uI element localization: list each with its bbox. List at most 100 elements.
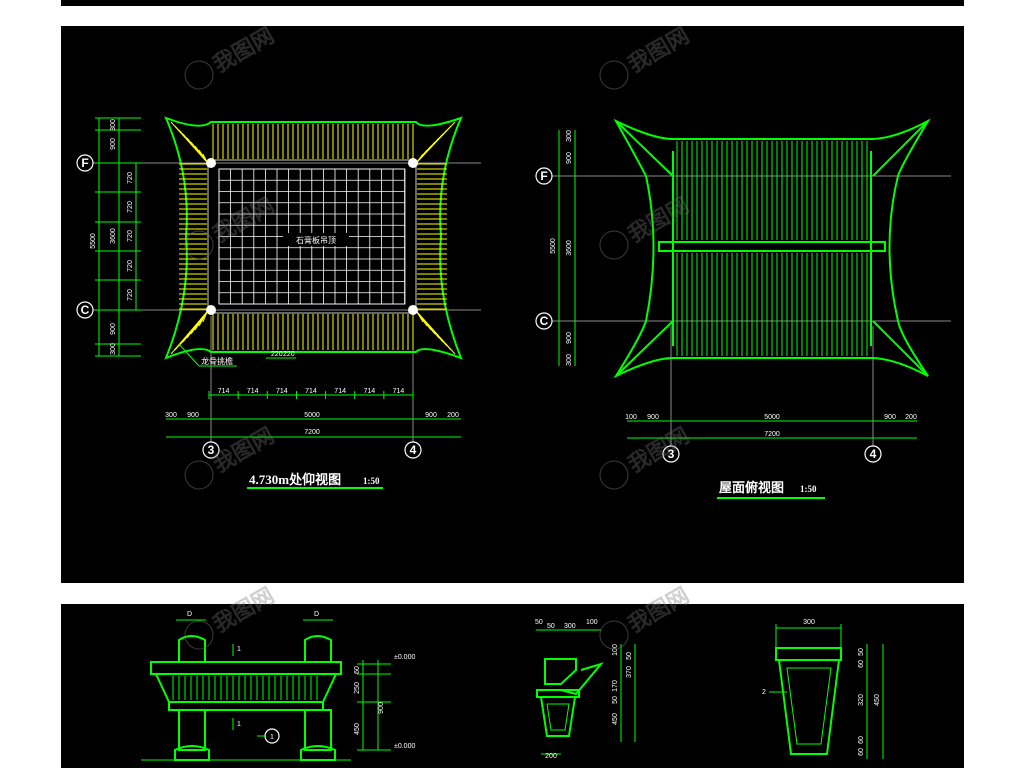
- ceiling-rafters-top: [170, 121, 456, 163]
- roof-bottom-dim-2: 900: [647, 414, 659, 421]
- ceiling-label: 石膏板吊顶: [296, 235, 336, 245]
- left-dim-3: 720: [127, 172, 134, 184]
- bottom-total-dim: 7200: [304, 429, 320, 436]
- roof-left-dim-2: 900: [566, 152, 573, 164]
- bench-mark-1: D: [187, 611, 192, 618]
- bottom-dim-1: 300: [165, 412, 177, 419]
- roof-axis-bubble-C: [535, 312, 553, 330]
- bench-level-bottom: ±0.000: [394, 743, 415, 750]
- section-bottom-dim: 200: [545, 753, 557, 760]
- roof-axis-bubble-4: [864, 445, 882, 463]
- details-panel: D D 1 1 1 60 250 450 900 ±0.000 ±0.000: [61, 604, 964, 768]
- roof-axis-label-4: 4: [870, 447, 877, 461]
- post-right-dim-2: 60: [858, 660, 865, 668]
- post-tag: 2: [762, 689, 766, 696]
- roof-bottom-dim-5: 200: [905, 414, 917, 421]
- bottom-dim-4: 900: [425, 412, 437, 419]
- post-right-total: 450: [874, 694, 881, 706]
- ceiling-rafters-bottom: [170, 311, 456, 355]
- roof-axis-label-C: C: [540, 314, 549, 328]
- plans-panel: 石膏板吊顶 龙骨挑檐 5500 300 900 3600 900 300 720…: [61, 26, 964, 583]
- bottom-dim-3: 5000: [304, 412, 320, 419]
- post-right-dim-3: 320: [858, 694, 865, 706]
- small-dim-1: 220: [271, 351, 283, 358]
- axis-label-3: 3: [208, 443, 215, 457]
- section-right-dim-5: 50: [612, 696, 619, 704]
- roof-left-dim-3: 3600: [566, 240, 573, 256]
- bench-callout-2: 1: [237, 721, 241, 728]
- bench-dim-3: 450: [354, 723, 361, 735]
- left-dim-5: 720: [127, 230, 134, 242]
- bottom-dim-5: 200: [447, 412, 459, 419]
- bay-dim: 714: [305, 388, 317, 395]
- roof-plan: 5500 300 900 3600 900 300 F C 100 900 50…: [535, 118, 951, 499]
- roof-plan-scale: 1:50: [800, 484, 817, 494]
- section-top-dim-3: 300: [564, 623, 576, 630]
- bay-dim: 714: [218, 388, 230, 395]
- bay-dim: 714: [276, 388, 288, 395]
- roof-axis-bubble-F: [535, 167, 553, 185]
- axis-label-F: F: [81, 156, 88, 170]
- plans-drawing: 石膏板吊顶 龙骨挑檐 5500 300 900 3600 900 300 720…: [76, 116, 951, 499]
- post-right-dim-5: 60: [858, 748, 865, 756]
- bench-level-top: ±0.000: [394, 654, 415, 661]
- roof-bottom-total: 7200: [764, 431, 780, 438]
- axis-bubble-F: [76, 154, 94, 172]
- roof-left-dim-5: 300: [566, 354, 573, 366]
- roof-tile-lines: [676, 141, 868, 356]
- axis-bubble-3: [202, 441, 220, 459]
- section-top-dim-4: 100: [586, 619, 598, 626]
- section-top-dim-1: 50: [535, 619, 543, 626]
- roof-left-dim-4: 900: [566, 332, 573, 344]
- left-dim-1: 300: [110, 119, 117, 131]
- bench-mark-2: D: [314, 611, 319, 618]
- bay-dim: 714: [363, 388, 375, 395]
- bottom-dim-2: 900: [187, 412, 199, 419]
- ceiling-plan-scale: 1:50: [363, 476, 380, 486]
- post-top-dim: 300: [803, 619, 815, 626]
- bench-section-tag-text: 1: [270, 734, 274, 741]
- eave-note: 龙骨挑檐: [201, 356, 233, 366]
- bench-dim-total: 900: [378, 702, 385, 714]
- left-total-dim: 5500: [90, 233, 97, 249]
- bench-dim-1: 60: [354, 666, 361, 674]
- bay-dim: 714: [247, 388, 259, 395]
- bench-elevation: D D 1 1 1 60 250 450 900 ±0.000 ±0.000: [141, 611, 415, 761]
- left-dim-7: 720: [127, 289, 134, 301]
- left-dim-2: 900: [110, 138, 117, 150]
- seat-section: 50 50 300 100 200 100 50 370 170 50 450: [535, 619, 636, 760]
- left-dim-9: 300: [110, 343, 117, 355]
- roof-left-dim-1: 300: [566, 130, 573, 142]
- section-right-dim-4: 170: [612, 680, 619, 692]
- axis-label-C: C: [81, 303, 90, 317]
- section-right-dim-6: 450: [612, 713, 619, 725]
- bench-dim-2: 250: [354, 682, 361, 694]
- ceiling-rafters-right: [417, 163, 447, 310]
- roof-bottom-dim-3: 5000: [764, 414, 780, 421]
- post-detail: 300 2 50 60 320 60 60 450: [762, 619, 884, 759]
- roof-axis-label-3: 3: [668, 447, 675, 461]
- section-top-dim-2: 50: [547, 623, 555, 630]
- section-right-dim-1: 100: [612, 644, 619, 656]
- post-right-dim-4: 60: [858, 736, 865, 744]
- roof-axis-bubble-3: [662, 445, 680, 463]
- roof-axis-label-F: F: [540, 169, 547, 183]
- ceiling-plan-title: 4.730m处仰视图: [249, 472, 341, 487]
- details-drawing: D D 1 1 1 60 250 450 900 ±0.000 ±0.000: [141, 611, 884, 761]
- top-strip: [61, 0, 964, 6]
- ceiling-rafters-left: [179, 163, 207, 310]
- section-right-dim-2: 50: [626, 652, 633, 660]
- bay-dim: 714: [393, 388, 405, 395]
- ceiling-grid: [218, 168, 406, 305]
- small-dim-2: 220: [283, 351, 295, 358]
- roof-bottom-dim-4: 900: [884, 414, 896, 421]
- axis-bubble-4: [404, 441, 422, 459]
- axis-label-4: 4: [410, 443, 417, 457]
- section-right-dim-3: 370: [626, 666, 633, 678]
- roof-left-total: 5500: [550, 238, 557, 254]
- bay-dim: 714: [334, 388, 346, 395]
- left-dim-8: 900: [110, 323, 117, 335]
- left-dim-4: 720: [127, 201, 134, 213]
- roof-bottom-dim-1: 100: [625, 414, 637, 421]
- left-dim-6: 720: [127, 260, 134, 272]
